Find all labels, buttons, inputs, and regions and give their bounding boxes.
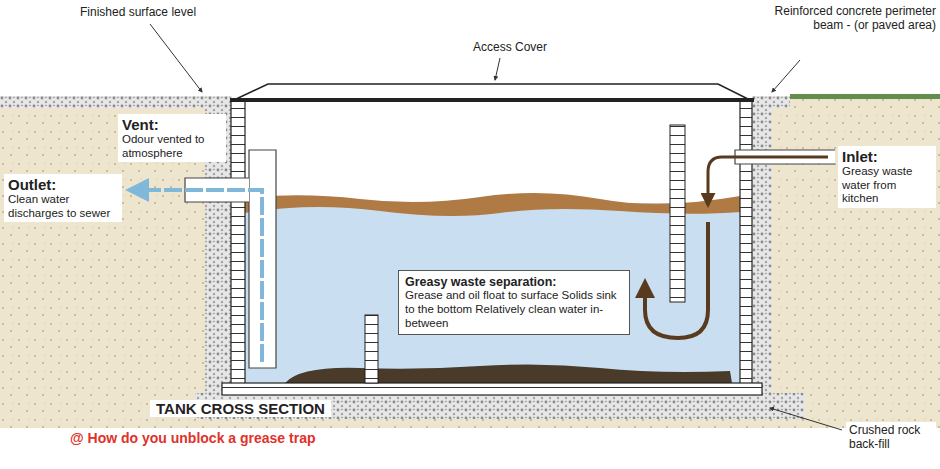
- heading-text: Vent:: [122, 116, 222, 133]
- diagram-title: TANK CROSS SECTION: [150, 400, 331, 417]
- watermark: @ How do you unblock a grease trap: [70, 430, 430, 447]
- inlet-label-box: Inlet:Greasy waste water from kitchen: [838, 146, 936, 208]
- heading-text: Inlet:: [842, 148, 932, 165]
- backfill-label: Crushed rock back-fill: [846, 422, 936, 453]
- heading-text: Outlet:: [8, 176, 118, 193]
- body-text: Grease and oil float to surface Solids s…: [405, 289, 623, 330]
- body-text: Odour vented to atmosphere: [122, 133, 222, 160]
- body-text: Greasy waste water from kitchen: [842, 165, 932, 206]
- separation-label-box: Greasy waste separation:Grease and oil f…: [398, 270, 630, 335]
- vent-label-box: Vent:Odour vented to atmosphere: [118, 114, 226, 162]
- access-cover-label: Access Cover: [460, 40, 560, 54]
- outlet-label-box: Outlet:Clean water discharges to sewer: [4, 174, 122, 222]
- heading-text: Greasy waste separation:: [405, 275, 623, 289]
- body-text: Clean water discharges to sewer: [8, 193, 118, 220]
- surface-level-label: Finished surface level: [80, 5, 230, 19]
- perimeter-beam-label: Reinforced concrete perimeter beam - (or…: [770, 4, 936, 33]
